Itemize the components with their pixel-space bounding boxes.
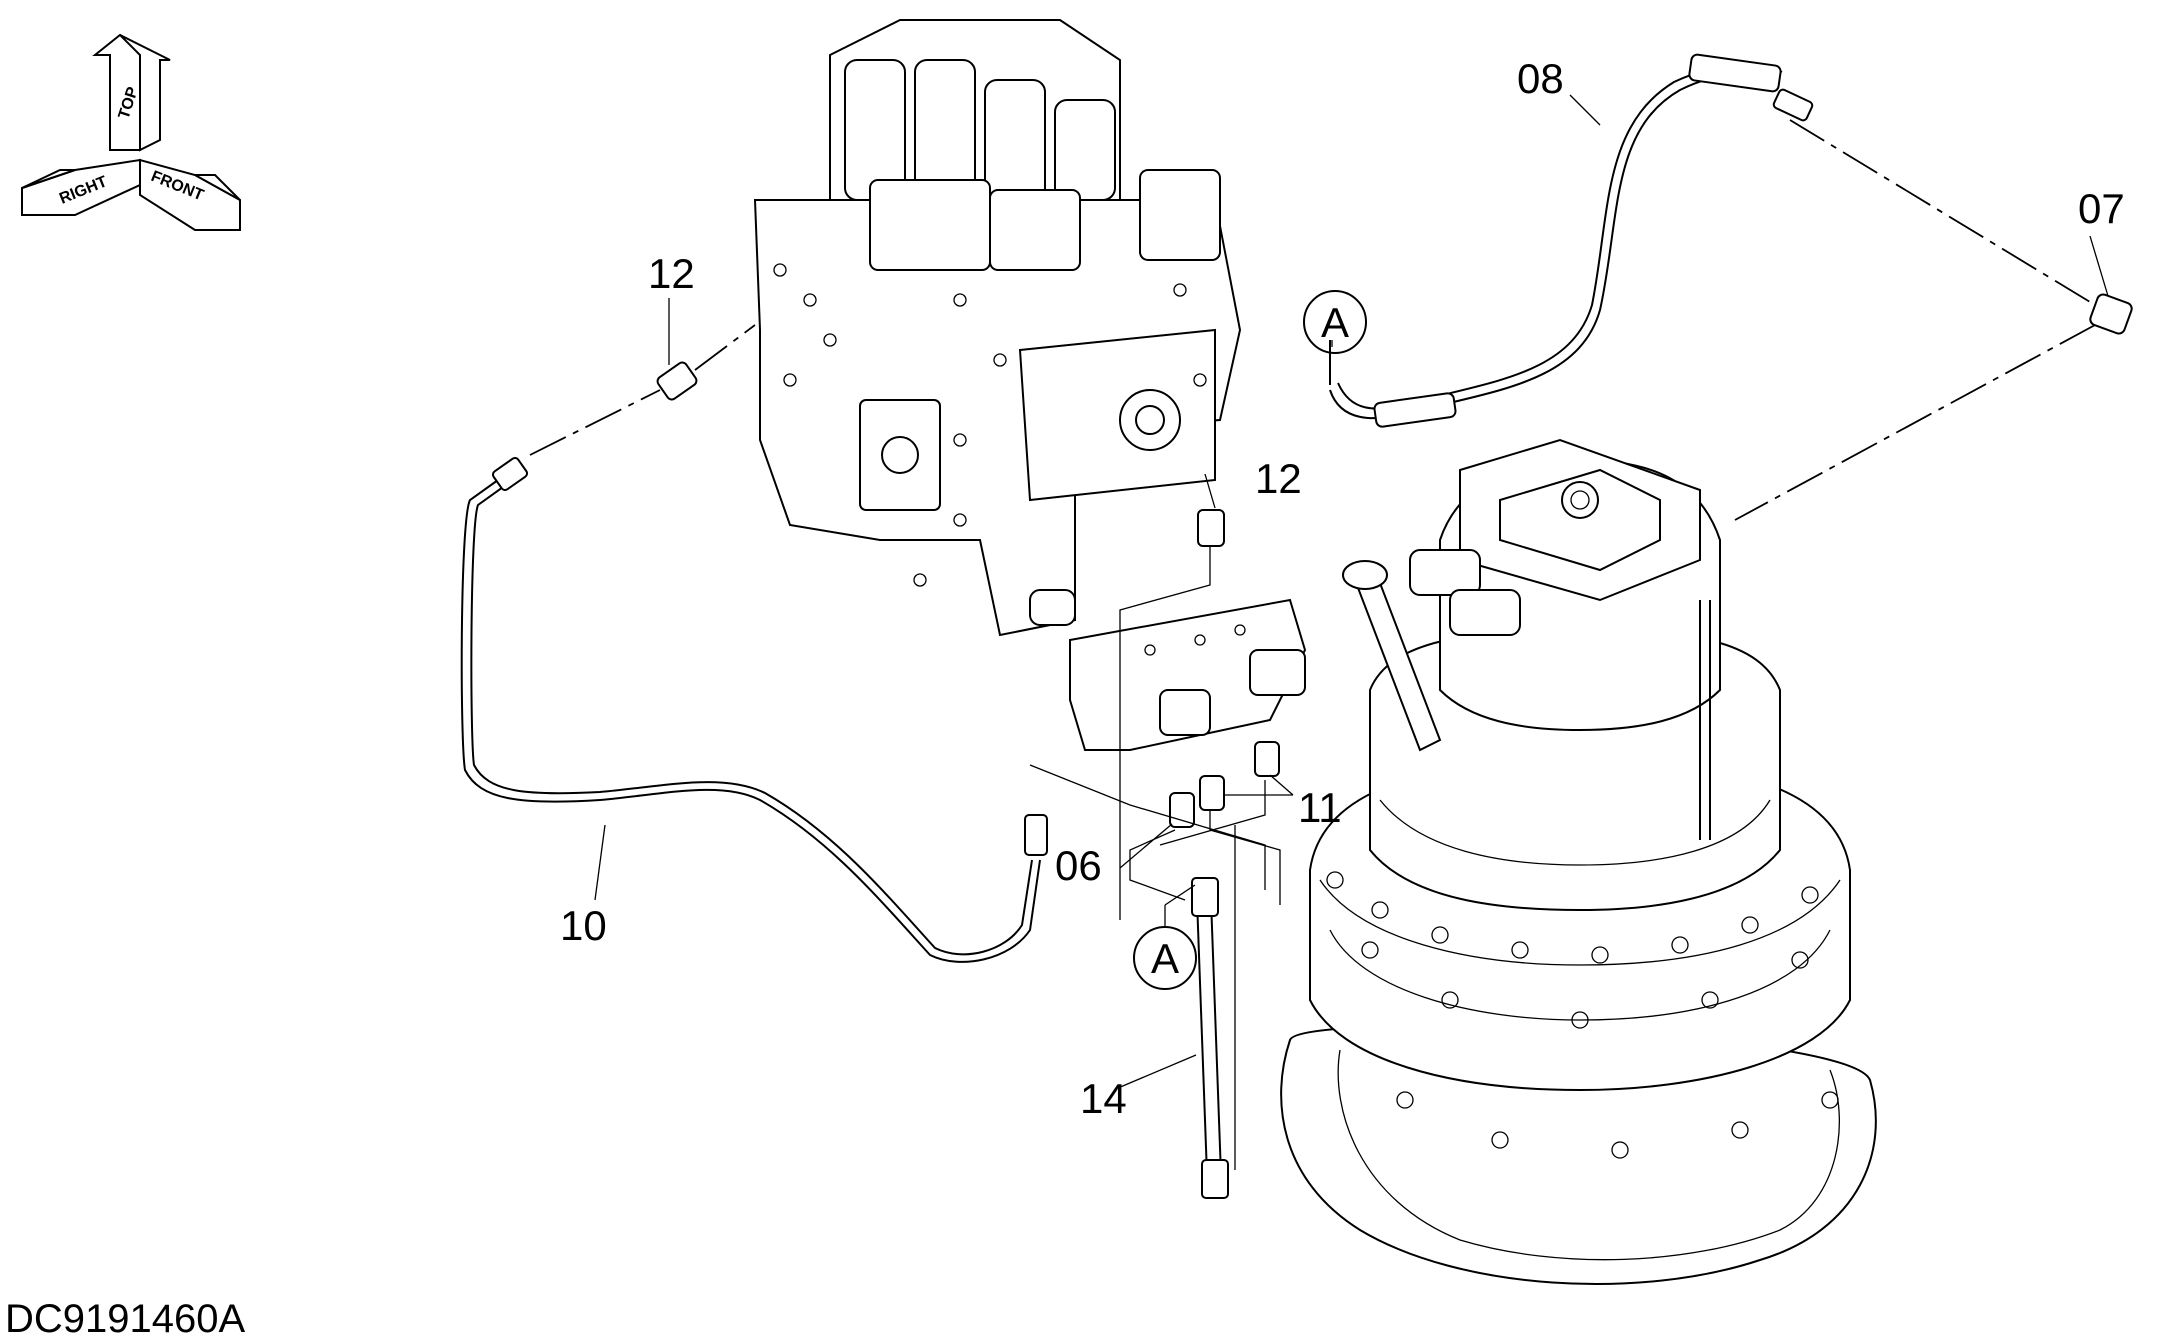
drawing-code: DC9191460A: [5, 1297, 245, 1341]
fitting-06: [1169, 792, 1195, 828]
swing-motor-reduction-unit: [1280, 438, 1877, 1285]
reference-a-label-lower: A: [1151, 935, 1179, 982]
tube-10-fitting-top: [491, 456, 529, 492]
housing-bolts: [1326, 871, 1839, 1159]
fitting-11-left: [1199, 775, 1225, 811]
fitting-07: [2089, 293, 2133, 335]
callout-07: 07: [2078, 185, 2125, 232]
callout-06: 06: [1055, 842, 1102, 889]
control-valve-assembly: [753, 19, 1242, 637]
fitting-12-upper: [656, 361, 698, 401]
callout-10: 10: [560, 902, 607, 949]
tube-10: [460, 474, 1041, 963]
reference-a-hose-08: A: [1303, 290, 1367, 354]
reference-a-label-upper: A: [1321, 299, 1349, 346]
callout-11: 11: [1298, 784, 1342, 831]
callout-12-lower: 12: [1255, 455, 1302, 502]
hose-08-fitting-start: [1688, 53, 1782, 93]
tube-10-fitting-bottom: [1024, 814, 1048, 856]
callout-14: 14: [1080, 1075, 1127, 1122]
hose-14: [1191, 877, 1229, 1199]
orientation-indicator: TOP RIGHT FRONT: [21, 33, 241, 231]
leader-lines: [594, 94, 2109, 1089]
reference-a-hose-14: A: [1133, 884, 1197, 990]
hose-08-fitting-end: [1373, 392, 1457, 428]
hose-08: [1329, 72, 1781, 420]
fitting-12-lower: [1197, 509, 1225, 547]
assembly-lines: [529, 119, 2096, 1170]
callout-12-upper: 12: [648, 250, 695, 297]
manifold-block: [1069, 598, 1307, 751]
fitting-11-right: [1254, 741, 1280, 777]
callout-08: 08: [1517, 55, 1564, 102]
